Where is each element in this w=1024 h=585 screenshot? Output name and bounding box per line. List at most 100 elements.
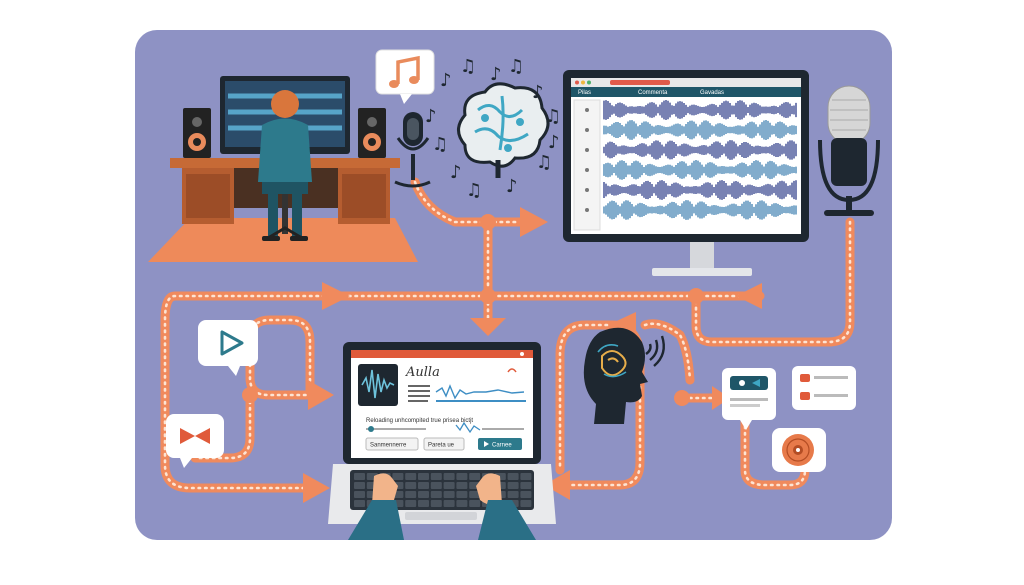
keyboard-key[interactable] <box>469 473 481 480</box>
bowtie-icon <box>166 414 224 468</box>
keyboard-key[interactable] <box>507 473 519 480</box>
row-marker <box>585 108 589 112</box>
note-glyph: ♫ <box>432 134 448 155</box>
studio-scene <box>148 49 435 262</box>
note-glyph: ♫ <box>466 180 482 201</box>
laptop-button-left-label: Sanmennerre <box>370 443 407 449</box>
waveform-row <box>603 180 797 200</box>
keyboard-key[interactable] <box>418 473 429 480</box>
keyboard-key[interactable] <box>405 500 417 507</box>
keyboard-key[interactable] <box>354 482 365 489</box>
keyboard-key[interactable] <box>456 491 468 498</box>
floating-notes: ♪ ♫ ♪ ♫ ♪ ♫ ♪ ♫ ♪ ♫ ♪ ♫ ♪ <box>425 56 561 201</box>
laptop: Aulla Reloading unhcompited true prisea … <box>328 342 556 540</box>
monitor-column-2: Commenta <box>638 90 668 96</box>
condenser-microphone-icon <box>818 85 880 216</box>
keyboard-key[interactable] <box>418 500 429 507</box>
keyboard-key[interactable] <box>520 500 532 507</box>
note-glyph: ♫ <box>508 56 524 77</box>
keyboard-key[interactable] <box>443 500 455 507</box>
keyboard-key[interactable] <box>354 491 365 498</box>
note-glyph: ♪ <box>450 162 462 183</box>
play-icon <box>198 320 258 376</box>
settings-card-icon <box>722 368 776 430</box>
laptop-button-right[interactable] <box>478 438 522 450</box>
brain-icon <box>457 82 550 178</box>
row-marker <box>585 148 589 152</box>
keyboard-key[interactable] <box>443 491 455 498</box>
note-glyph: ♪ <box>440 70 452 91</box>
note-glyph: ♪ <box>490 64 502 85</box>
laptop-waveform <box>435 384 525 400</box>
row-marker <box>585 168 589 172</box>
note-glyph: ♪ <box>425 106 437 127</box>
sound-waves-icon <box>645 335 665 367</box>
monitor-column-1: Pilas <box>578 90 591 96</box>
laptop-button-middle[interactable] <box>423 437 465 451</box>
keyboard-key[interactable] <box>430 473 442 480</box>
keyboard-key[interactable] <box>520 473 532 480</box>
keyboard-key[interactable] <box>469 500 481 507</box>
keyboard-key[interactable] <box>405 473 417 480</box>
list-card-icon <box>792 366 856 410</box>
speaker-right-icon <box>358 108 386 158</box>
waveform-row <box>603 200 797 220</box>
laptop-button-middle-label: Pareta ue <box>428 443 455 449</box>
row-marker <box>585 128 589 132</box>
speaker-left-icon <box>183 108 211 158</box>
laptop-waveform-tile <box>358 364 398 406</box>
keyboard-key[interactable] <box>443 482 455 489</box>
keyboard-key[interactable] <box>430 491 442 498</box>
monitor-column-3: Gavadas <box>700 90 724 96</box>
refresh-icon[interactable] <box>507 368 517 373</box>
laptop-app-title: Aulla <box>405 365 440 380</box>
hands <box>348 473 536 540</box>
rug <box>148 218 418 262</box>
waveform-monitor: Pilas Commenta Gavadas <box>563 70 809 276</box>
keyboard-key[interactable] <box>392 473 404 480</box>
row-marker <box>585 188 589 192</box>
keyboard-key[interactable] <box>456 500 468 507</box>
row-marker <box>585 208 589 212</box>
keyboard-key[interactable] <box>456 473 468 480</box>
engineer-person <box>258 90 312 241</box>
keyboard-key[interactable] <box>430 500 442 507</box>
keyboard-key[interactable] <box>405 482 417 489</box>
keyboard-key[interactable] <box>354 500 365 507</box>
keyboard-key[interactable] <box>469 491 481 498</box>
music-note-icon <box>375 49 435 104</box>
flow-paths <box>160 177 855 503</box>
head-profile-icon <box>583 327 665 424</box>
note-glyph: ♫ <box>460 56 476 77</box>
keyboard-key[interactable] <box>430 482 442 489</box>
laptop-button-left[interactable] <box>365 437 419 451</box>
keyboard-key[interactable] <box>507 491 519 498</box>
keyboard-key[interactable] <box>507 482 519 489</box>
waveform-row <box>603 160 797 180</box>
note-glyph: ♪ <box>532 82 544 103</box>
note-glyph: ♫ <box>536 152 552 173</box>
laptop-button-right-label: Carnee <box>492 443 512 449</box>
laptop-progress <box>366 421 524 434</box>
waveform-row <box>603 140 797 160</box>
keyboard-key[interactable] <box>418 482 429 489</box>
waveform-row <box>603 100 797 120</box>
cd-disc-icon <box>772 428 826 472</box>
keyboard-key[interactable] <box>520 491 532 498</box>
laptop-status-line: Reloading unhcompited true prisea bictjt <box>366 418 473 424</box>
waveform-row <box>603 120 797 140</box>
keyboard-key[interactable] <box>354 473 365 480</box>
note-glyph: ♪ <box>548 132 560 153</box>
touchpad[interactable] <box>405 512 477 520</box>
note-glyph: ♪ <box>506 176 518 197</box>
keyboard-key[interactable] <box>418 491 429 498</box>
keyboard-key[interactable] <box>456 482 468 489</box>
monitor-waveform-rows <box>585 100 797 220</box>
keyboard-key[interactable] <box>443 473 455 480</box>
keyboard-key[interactable] <box>520 482 532 489</box>
microphone-icon <box>394 112 431 188</box>
camera-icon <box>484 441 489 447</box>
keyboard-key[interactable] <box>405 491 417 498</box>
note-glyph: ♫ <box>545 106 561 127</box>
